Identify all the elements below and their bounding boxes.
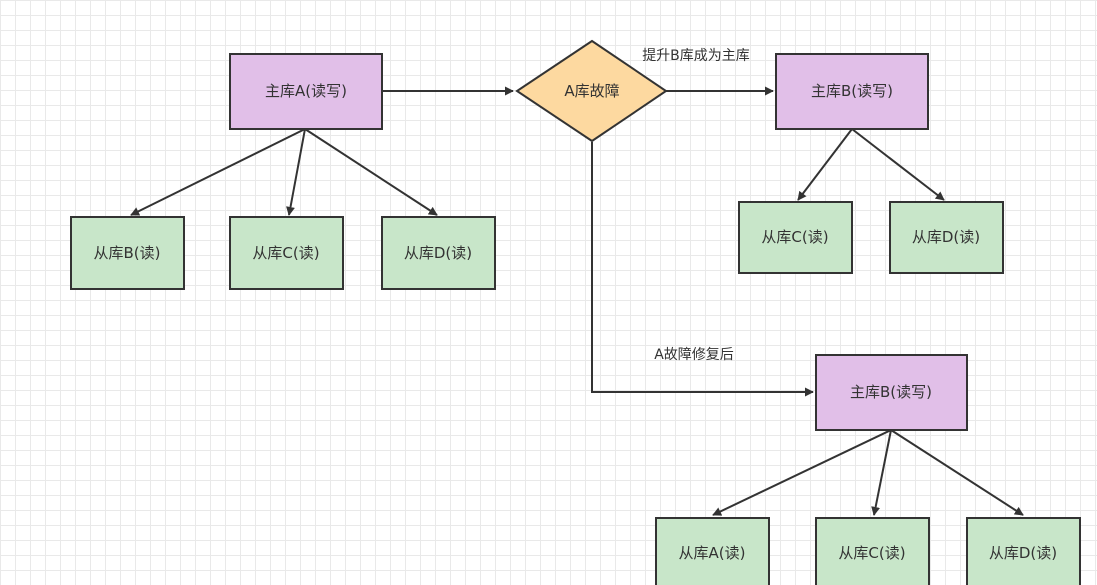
edge-master-b-top-to-slave-d: [851, 128, 945, 201]
node-fault-decision: A库故障: [515, 39, 668, 143]
node-master-b-top: 主库B(读写): [775, 53, 929, 130]
edge-master-a-to-slave-c: [286, 128, 306, 216]
node-slave-c-bottom-label: 从库C(读): [838, 544, 905, 562]
node-slave-d: 从库D(读): [381, 216, 496, 290]
edge-label-promote: 提升B库成为主库: [642, 48, 750, 64]
edge-master-a-to-slave-d: [304, 128, 438, 216]
node-slave-c-label: 从库C(读): [252, 244, 319, 262]
node-slave-c-right-label: 从库C(读): [761, 228, 828, 246]
node-slave-b-label: 从库B(读): [94, 244, 161, 262]
edge-master-b-bottom-to-slave-d: [890, 429, 1024, 516]
node-slave-c-bottom: 从库C(读): [815, 517, 930, 585]
node-slave-c: 从库C(读): [229, 216, 344, 290]
edge-fault-to-master-b-bottom: [591, 142, 814, 397]
node-slave-d-right: 从库D(读): [889, 201, 1004, 274]
node-slave-b: 从库B(读): [70, 216, 185, 290]
edge-master-b-bottom-to-slave-c: [871, 429, 892, 516]
node-fault-label: A库故障: [564, 82, 619, 100]
node-slave-d-bottom-label: 从库D(读): [989, 544, 1057, 562]
node-master-b-bottom-label: 主库B(读写): [850, 383, 932, 401]
node-slave-a-bottom: 从库A(读): [655, 517, 770, 585]
node-slave-d-bottom: 从库D(读): [966, 517, 1081, 585]
edge-label-repaired: A故障修复后: [654, 346, 734, 363]
node-master-b-top-label: 主库B(读写): [811, 82, 893, 100]
node-slave-a-bottom-label: 从库A(读): [679, 544, 746, 562]
edges: [130, 86, 1024, 516]
node-master-a-label: 主库A(读写): [265, 82, 347, 100]
node-master-a: 主库A(读写): [229, 53, 383, 130]
edge-master-b-top-to-slave-c: [797, 128, 853, 201]
edge-master-b-bottom-to-slave-a: [712, 429, 892, 516]
edge-master-a-to-slave-b: [130, 128, 306, 216]
node-master-b-bottom: 主库B(读写): [815, 354, 968, 431]
node-slave-c-right: 从库C(读): [738, 201, 853, 274]
node-slave-d-right-label: 从库D(读): [912, 228, 980, 246]
node-slave-d-label: 从库D(读): [404, 244, 472, 262]
